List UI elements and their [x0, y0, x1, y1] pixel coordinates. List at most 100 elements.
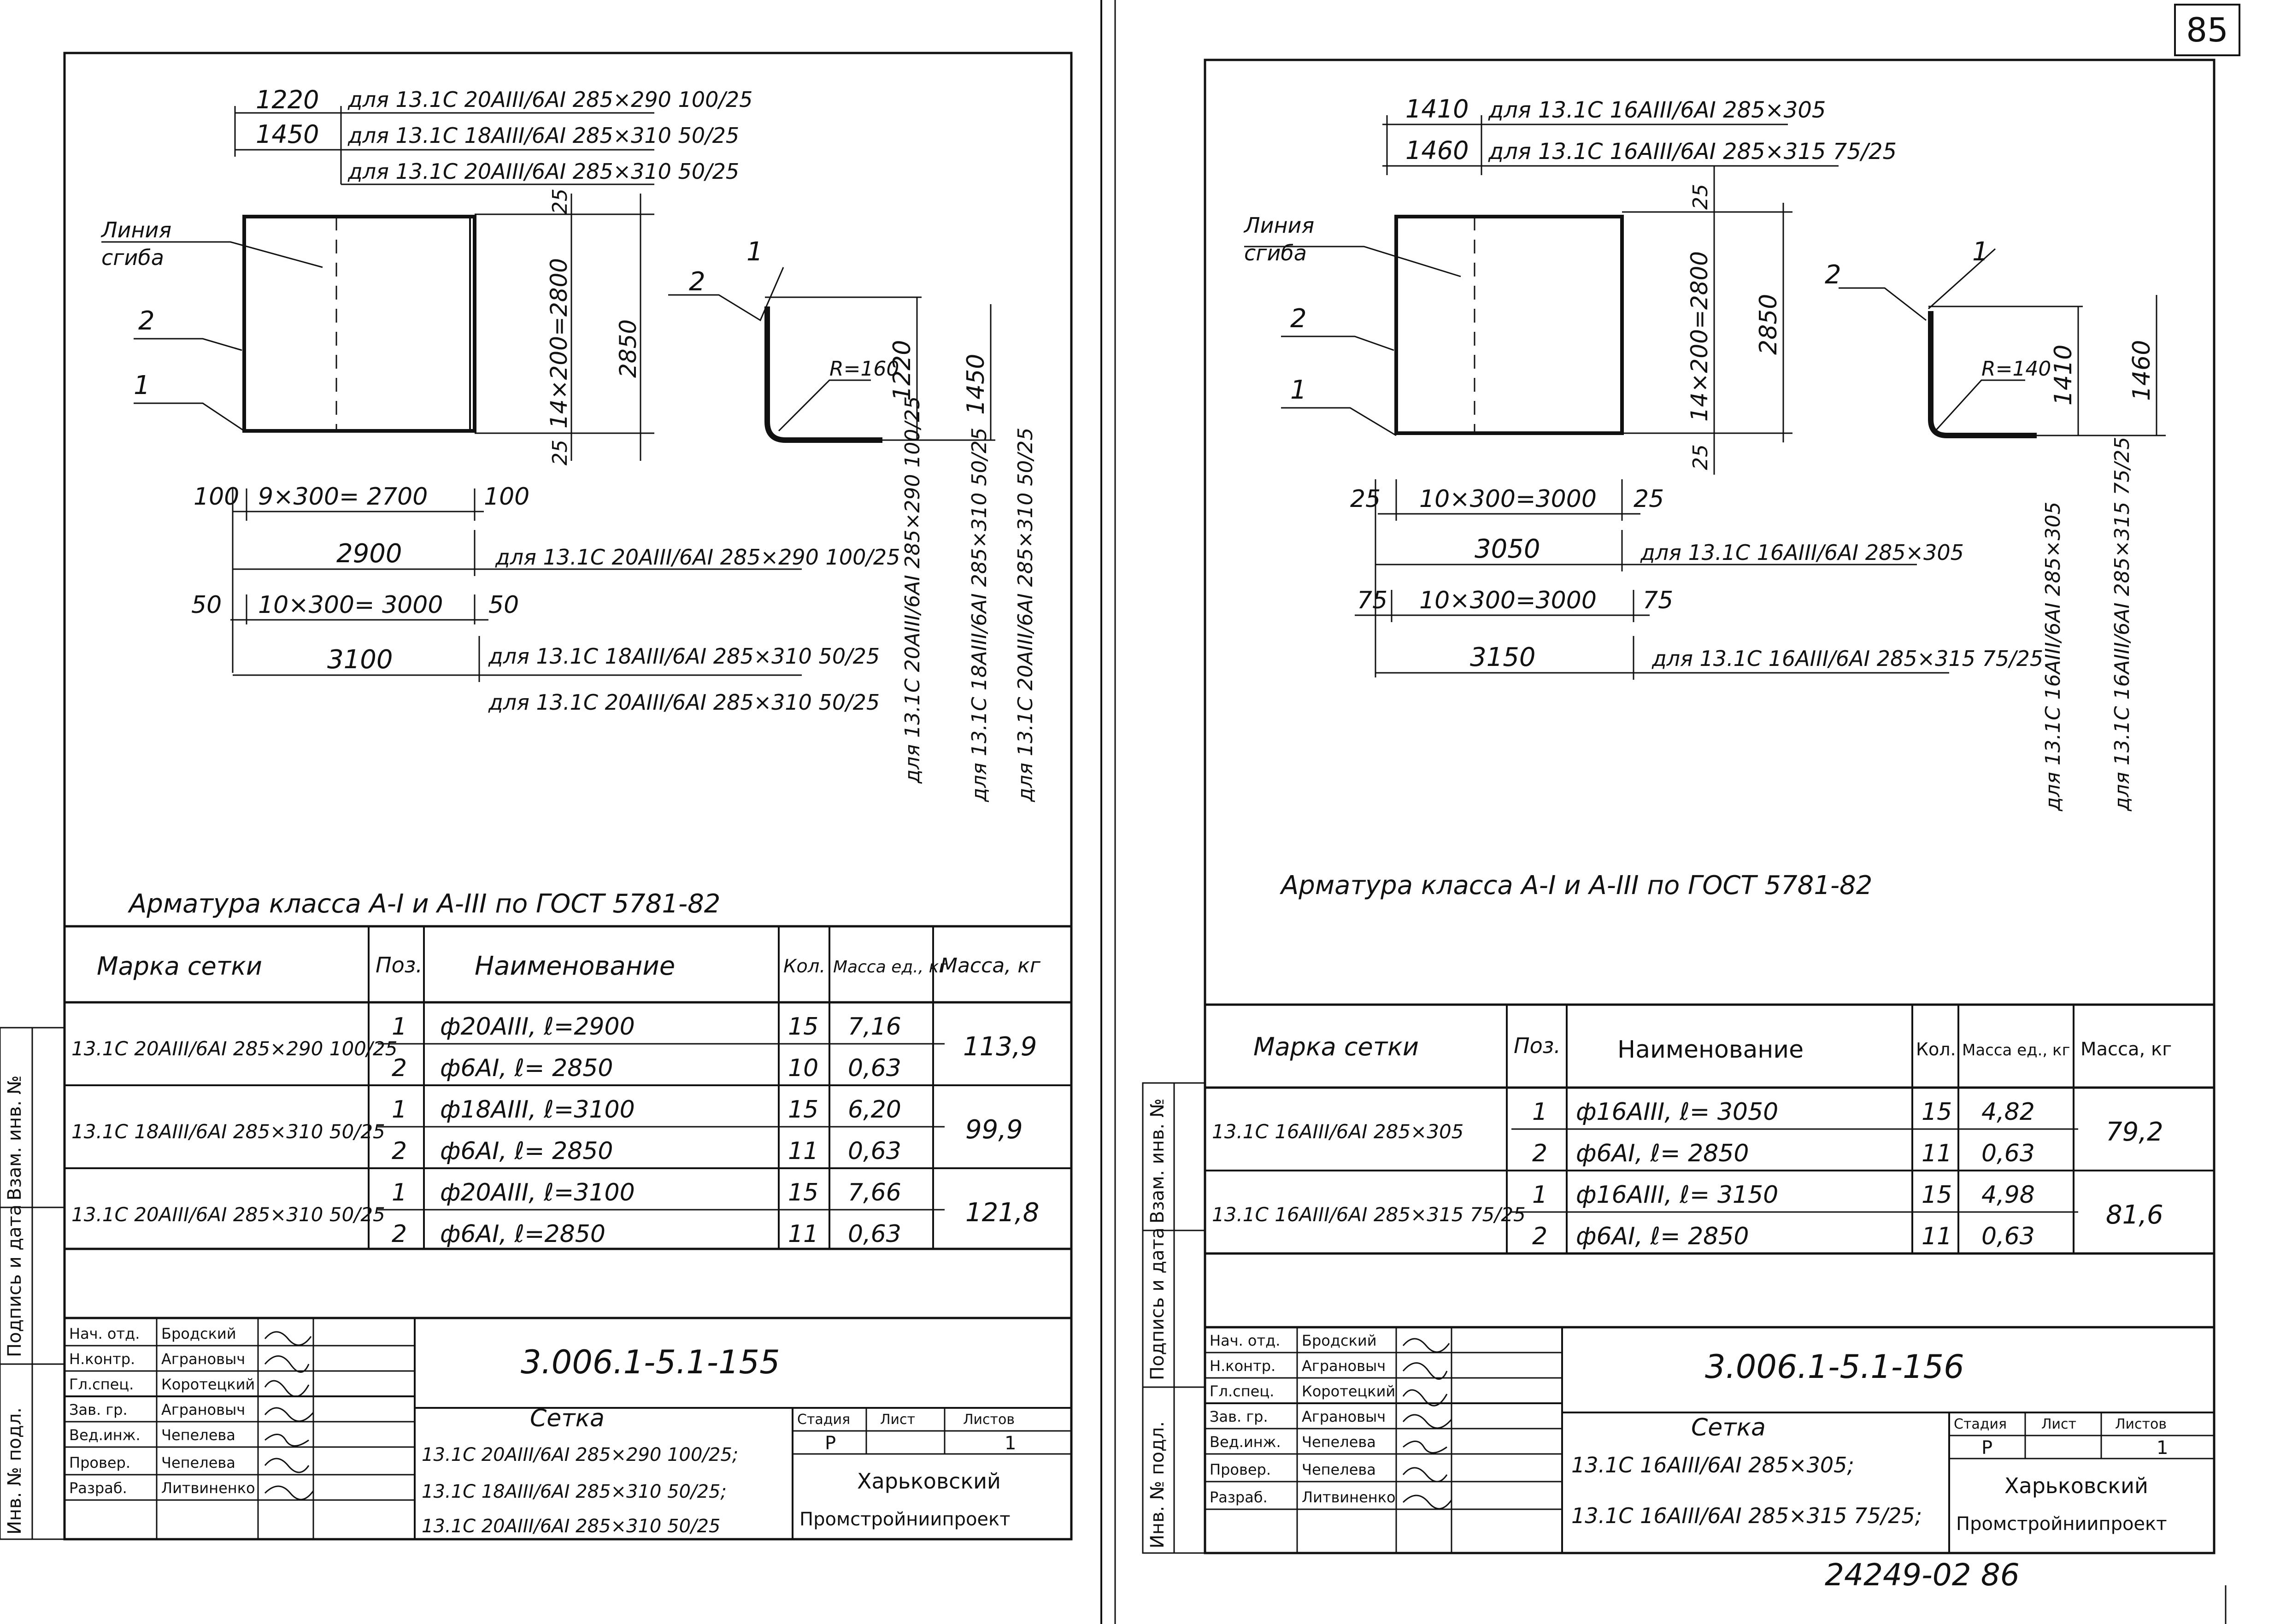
left-dim-1220: 1220: [256, 85, 319, 114]
left-bend-pos1: 1: [746, 237, 763, 267]
left-stamp-role-2: Н.контр.: [69, 1350, 135, 1368]
right-sheets-value: 1: [2157, 1437, 2168, 1459]
right-horizontal-dims: 25 10×300=3000 25 3050 для 13.1С 16АIII/…: [1350, 479, 2043, 680]
left-sheet-label: Лист: [880, 1412, 915, 1428]
left-dim-bot25: 25: [548, 440, 572, 465]
right-bend-h1: 1410: [2050, 345, 2077, 406]
right-g2-r2-pos: 2: [1532, 1223, 1547, 1250]
right-row1-a: 25: [1350, 485, 1381, 513]
right-row4-label: для 13.1С 16АIII/6АI 285×315 75/25: [1651, 646, 2043, 671]
left-th-unitmass: Масса ед., кг: [833, 958, 948, 977]
right-th-mass: Масса, кг: [2080, 1039, 2172, 1060]
right-org-2: Промстройниипроект: [1956, 1513, 2167, 1535]
left-g3-r1-pos: 1: [392, 1179, 407, 1206]
left-g1-mass: 113,9: [963, 1032, 1037, 1062]
right-g1-mass: 79,2: [2106, 1117, 2163, 1147]
left-stamp-name-3: Коротецкий: [161, 1376, 255, 1393]
right-row3-b: 10×300=3000: [1419, 587, 1597, 614]
left-row4-label-2: для 13.1С 20АIII/6АI 285×310 50/25: [488, 690, 880, 715]
left-horizontal-dims: 100 9×300= 2700 100 2900 для 13.1С 20АII…: [191, 483, 900, 715]
left-g1-r2-pos: 2: [392, 1054, 407, 1082]
right-stamp-title: Сетка: [1691, 1414, 1766, 1442]
right-g1-r2-pos: 2: [1532, 1140, 1547, 1167]
right-stamp-name-1: Бродский: [1302, 1332, 1376, 1349]
left-sheets-label: Листов: [963, 1412, 1015, 1428]
left-g2-r1-pos: 1: [392, 1096, 407, 1124]
right-g1-r2-unit: 0,63: [1981, 1140, 2035, 1167]
right-stamp-name-6: Чепелева: [1302, 1461, 1376, 1478]
right-g2-r2-qty: 11: [1922, 1223, 1952, 1250]
left-g3-mass: 121,8: [965, 1198, 1039, 1228]
left-pos2-label: 2: [138, 306, 155, 336]
left-bend-pos2: 2: [689, 267, 705, 297]
left-g3-r2-name: ф6АI, ℓ=2850: [440, 1220, 605, 1248]
right-side-label-podpis: Подпись и дата: [1147, 1228, 1168, 1380]
right-g1-r2-qty: 11: [1922, 1140, 1952, 1167]
right-dim-1410-label: для 13.1С 16АIII/6АI 285×305: [1488, 97, 1826, 123]
left-stamp-mark-1: 13.1С 20АIII/6АI 285×290 100/25;: [422, 1444, 738, 1465]
right-g2-r1-name: ф16АIII, ℓ= 3150: [1576, 1181, 1778, 1209]
right-stamp-name-5: Чепелева: [1302, 1433, 1376, 1451]
right-dim-inner: 14×200=2800: [1686, 251, 1713, 422]
left-stamp-role-4: Зав. гр.: [69, 1401, 128, 1418]
left-stamp-name-5: Чепелева: [161, 1426, 235, 1444]
right-th-pos: Поз.: [1514, 1033, 1561, 1058]
right-row2-len: 3050: [1475, 534, 1540, 564]
left-mesh: 25 14×200=2800 2850 25 Линия сгиба 2 1: [100, 188, 654, 465]
right-rot-label-1: для 13.1С 16АIII/6АI 285×305: [2041, 502, 2065, 812]
left-spec-table: Марка сетки Поз. Наименование Кол. Масса…: [63, 925, 1073, 1250]
right-dim-bot25: 25: [1689, 444, 1712, 470]
right-g1-r1-qty: 15: [1922, 1098, 1952, 1126]
left-side-strip: Инв. № подл. Подпись и дата Взам. инв. №: [0, 1027, 65, 1540]
right-g2-mark: 13.1С 16АIII/6АI 285×315 75/25: [1212, 1203, 1526, 1226]
left-th-name: Наименование: [475, 951, 675, 981]
right-stamp-name-7: Литвиненко: [1302, 1489, 1396, 1506]
left-stamp-name-7: Литвиненко: [161, 1479, 255, 1497]
right-side-label-vzam: Взам. инв. №: [1147, 1098, 1168, 1224]
left-stamp-title: Сетка: [530, 1405, 605, 1432]
left-g3-r1-qty: 15: [788, 1179, 818, 1206]
left-g1-r1-pos: 1: [392, 1013, 407, 1041]
right-stamp-role-5: Вед.инж.: [1210, 1433, 1281, 1451]
right-th-qty: Кол.: [1916, 1039, 1956, 1059]
right-title-block: Нач. отд. Бродский Н.контр. Аграновыч Гл…: [1205, 1326, 2214, 1553]
left-row4-label-1: для 13.1С 18АIII/6АI 285×310 50/25: [488, 644, 880, 669]
right-note-bending-2: сгиба: [1244, 241, 1307, 265]
left-g2-r1-name: ф18АIII, ℓ=3100: [440, 1096, 635, 1124]
right-spec-table: Марка сетки Поз. Наименование Кол. Масса…: [1204, 1003, 2216, 1255]
left-dim-inner: 14×200=2800: [546, 258, 572, 429]
left-g3-r2-unit: 0,63: [848, 1220, 901, 1248]
sheet-frame: 85: [1100, 0, 2240, 1624]
right-stamp-name-2: Аграновыч: [1302, 1357, 1386, 1375]
left-rot-label-2: для 13.1С 18АIII/6АI 285×310 50/25: [968, 428, 991, 802]
left-g2-r1-unit: 6,20: [848, 1096, 901, 1124]
left-g2-r2-qty: 11: [788, 1137, 818, 1165]
left-g1-r2-unit: 0,63: [848, 1054, 901, 1082]
left-bend-h1: 1220: [888, 340, 916, 401]
right-th-name: Наименование: [1617, 1036, 1804, 1064]
right-stamp-role-7: Разраб.: [1210, 1489, 1268, 1506]
right-side-label-inv-podl: Инв. № подл.: [1147, 1421, 1168, 1548]
left-th-mass: Масса, кг: [940, 954, 1041, 977]
left-bend-detail: 1 2 R=160 1220 1450 для 13.1С 20АIII/6АI…: [668, 237, 1037, 802]
right-stamp-role-6: Провер.: [1210, 1461, 1271, 1478]
left-stage-value: Р: [825, 1433, 836, 1454]
right-g1-r2-name: ф6АI, ℓ= 2850: [1576, 1140, 1749, 1167]
left-row1-b: 9×300= 2700: [258, 483, 428, 511]
left-sheets-value: 1: [1005, 1433, 1016, 1454]
left-stamp-code: 3.006.1-5.1-155: [521, 1343, 780, 1381]
footer-number: 24249-02 86: [1825, 1557, 2020, 1593]
right-caption: Арматура класса А-I и А-III по ГОСТ 5781…: [1280, 871, 1872, 900]
left-row4-len: 3100: [327, 645, 393, 675]
left-g2-r2-unit: 0,63: [848, 1137, 901, 1165]
left-g2-mass: 99,9: [965, 1115, 1023, 1145]
left-row3-b: 10×300= 3000: [258, 591, 443, 619]
left-g3-r1-name: ф20АIII, ℓ=3100: [440, 1179, 635, 1206]
right-dim-1460: 1460: [1405, 136, 1469, 165]
page-number: 85: [2186, 11, 2228, 49]
left-th-qty: Кол.: [783, 956, 825, 977]
left-stamp-mark-3: 13.1С 20АIII/6АI 285×310 50/25: [422, 1516, 720, 1537]
left-dim-top25: 25: [548, 188, 572, 214]
left-g2-r1-qty: 15: [788, 1096, 818, 1124]
